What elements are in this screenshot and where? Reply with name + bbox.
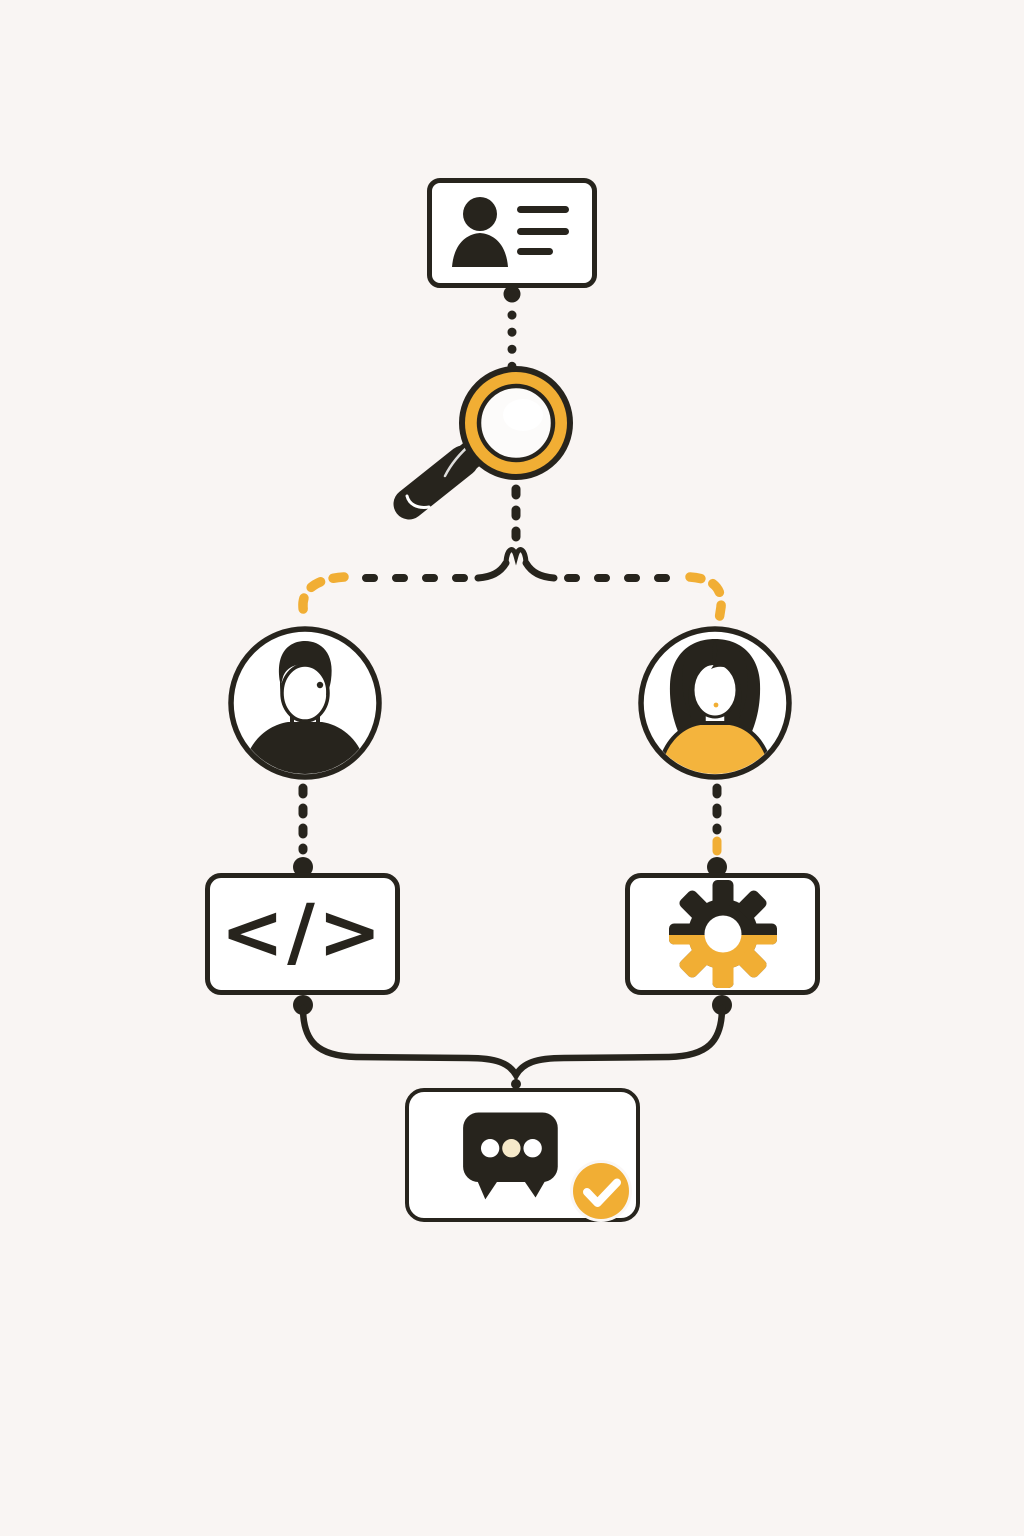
male-avatar-icon bbox=[228, 626, 382, 780]
female-avatar-icon bbox=[638, 626, 792, 780]
magnifier-icon bbox=[393, 366, 573, 520]
check-badge bbox=[560, 1150, 642, 1232]
check-icon bbox=[570, 1160, 632, 1222]
id-card-user-icon bbox=[452, 197, 569, 267]
node-code: </> bbox=[205, 873, 400, 995]
chat-bubble-icon bbox=[463, 1112, 558, 1200]
branch-junction-mark bbox=[503, 547, 529, 566]
code-icon: </> bbox=[220, 887, 385, 976]
connector-corner-left-yellow bbox=[298, 572, 349, 625]
node-search bbox=[385, 360, 635, 532]
branch-curve-left bbox=[474, 559, 510, 582]
connector-dot bbox=[293, 995, 313, 1015]
connector-corner-right-yellow bbox=[685, 572, 726, 625]
node-avatar-male bbox=[228, 626, 382, 780]
gear-icon bbox=[668, 880, 777, 988]
connector-merge-brace bbox=[299, 1004, 726, 1082]
branch-curve-right bbox=[522, 559, 558, 582]
node-avatar-female bbox=[638, 626, 792, 780]
node-settings bbox=[625, 873, 820, 995]
connector-dot bbox=[712, 995, 732, 1015]
connector-dot bbox=[503, 285, 521, 303]
node-profile-card bbox=[427, 178, 597, 288]
